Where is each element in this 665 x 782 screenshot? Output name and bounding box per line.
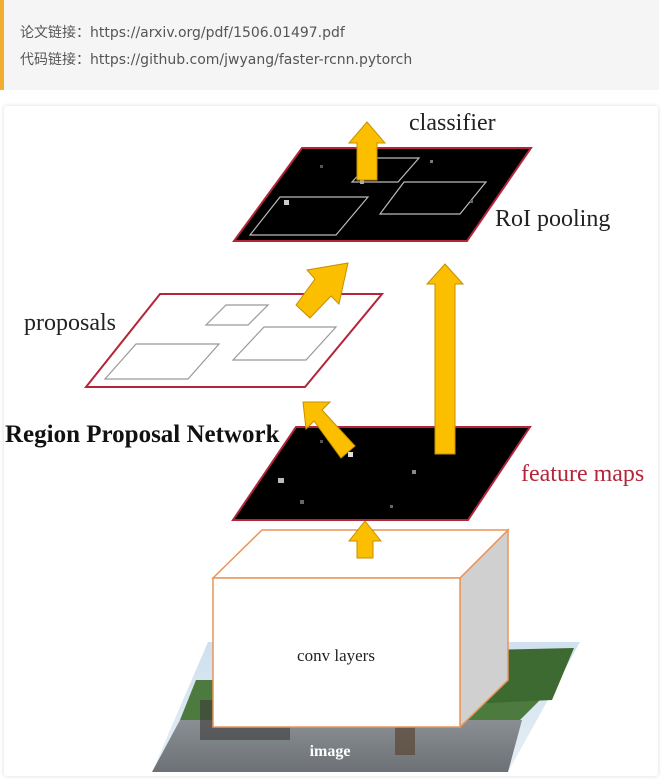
arrow-roi-to-classifier [347, 121, 387, 181]
arrow-feature-to-roi [425, 263, 465, 455]
rpn-label: Region Proposal Network [5, 421, 280, 448]
paper-link-line: 论文链接：https://arxiv.org/pdf/1506.01497.pd… [20, 20, 659, 47]
proposals-label: proposals [24, 310, 116, 336]
arrow-conv-to-feature [347, 520, 383, 559]
code-link-label: 代码链接： [20, 52, 90, 68]
proposals-plane: proposals [24, 293, 385, 388]
feature-maps-label: feature maps [521, 461, 644, 487]
paper-link-url[interactable]: https://arxiv.org/pdf/1506.01497.pdf [90, 25, 345, 41]
code-link-line: 代码链接：https://github.com/jwyang/faster-rc… [20, 47, 659, 74]
roi-pooling-label: RoI pooling [495, 206, 610, 232]
code-link-url[interactable]: https://github.com/jwyang/faster-rcnn.py… [90, 52, 413, 68]
classifier-label: classifier [409, 110, 496, 136]
conv-layers-box: conv layers [211, 528, 510, 729]
roi-pooling-plane: RoI pooling [232, 147, 610, 242]
conv-layers-label: conv layers [297, 646, 375, 665]
image-label: image [310, 743, 351, 760]
arrow-rpn [302, 401, 356, 459]
arrow-proposals-to-roi [295, 262, 349, 319]
link-block: 论文链接：https://arxiv.org/pdf/1506.01497.pd… [0, 0, 659, 90]
feature-maps-plane: feature maps [231, 426, 644, 521]
paper-link-label: 论文链接： [20, 25, 90, 41]
